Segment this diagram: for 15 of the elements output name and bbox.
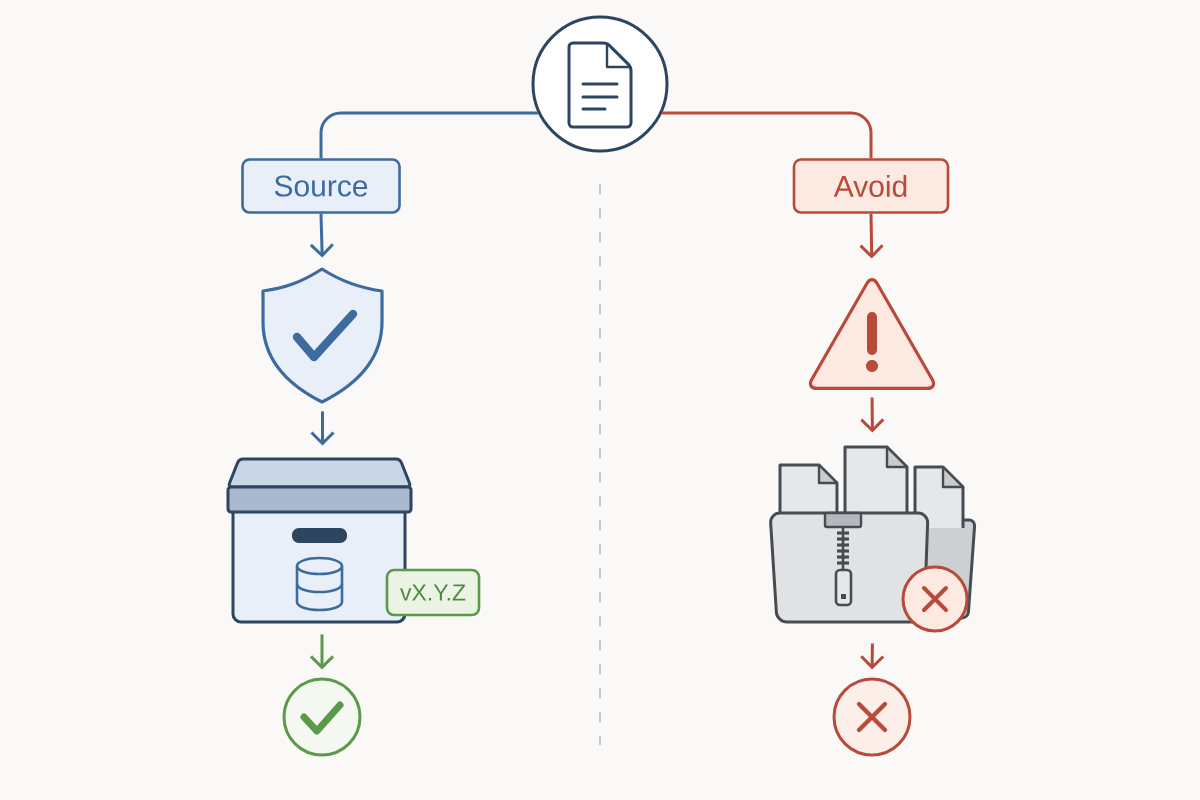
warning-triangle (808, 278, 936, 390)
zip-folder-icon (769, 445, 977, 633)
arrow (309, 634, 335, 670)
cross-circle (832, 677, 912, 757)
arrow (860, 397, 885, 433)
arrow (309, 213, 334, 258)
shield-icon (261, 267, 384, 404)
arrow (860, 643, 885, 670)
check-circle (282, 677, 362, 757)
document-circle (531, 15, 669, 153)
label-box: Avoid (792, 158, 950, 214)
arrow (859, 213, 884, 259)
arrow (310, 411, 335, 446)
version-tag: vX.Y.Z (385, 568, 481, 617)
label-box: Source (241, 158, 401, 214)
